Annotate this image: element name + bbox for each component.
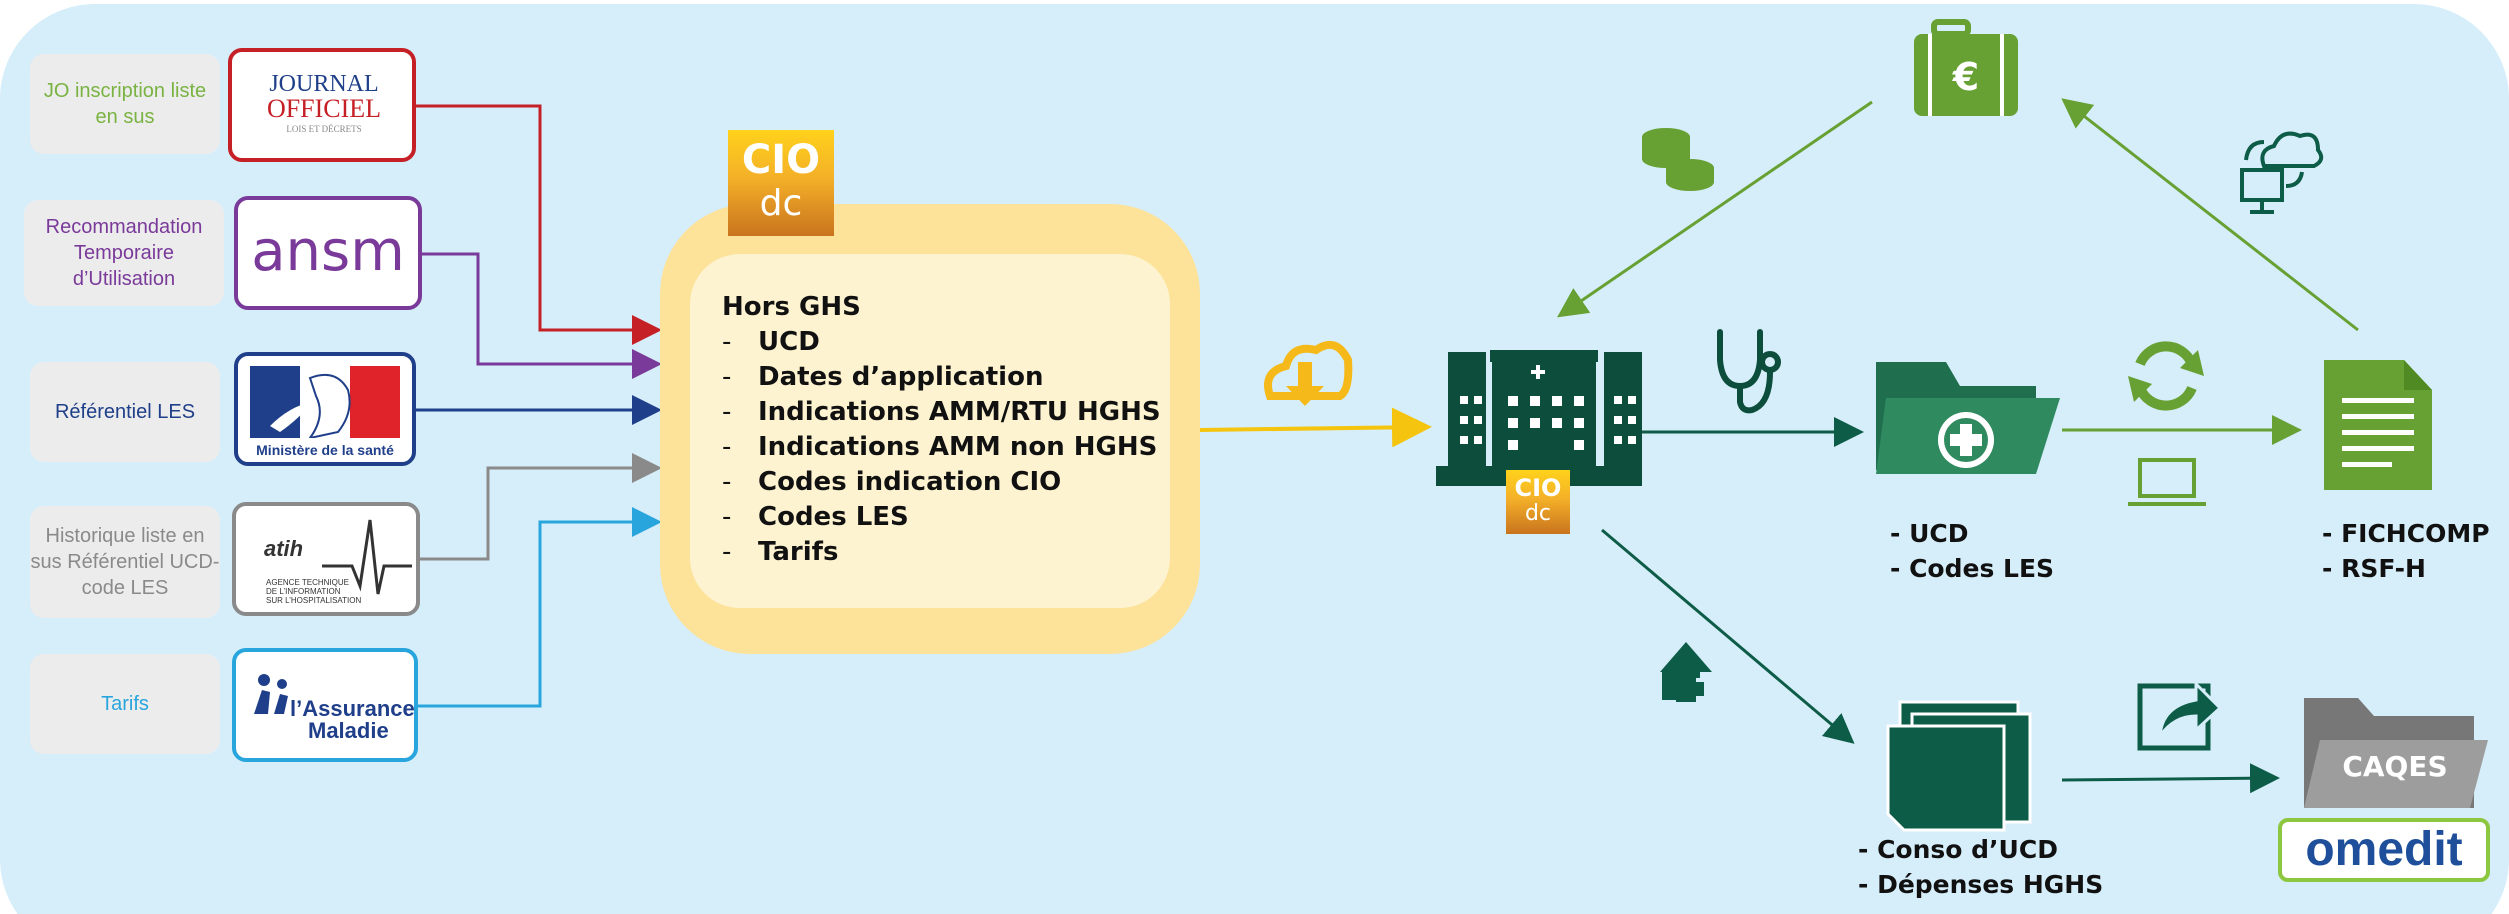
connector-hospital-stack (1601, 528, 1855, 744)
coins-icon (1642, 128, 1714, 191)
panel-item-text: Dates d’application (758, 362, 1044, 392)
cio-dc-badge: CIO dc (728, 130, 834, 236)
connector-tarifs (418, 507, 662, 708)
omedit-logo: omedit (2278, 818, 2490, 882)
ministere-sante-logo: Ministère de la santé (234, 352, 416, 466)
cio-bottom: dc (1524, 501, 1552, 526)
output-item: - UCD (1890, 519, 1969, 548)
hospital-windows (1460, 365, 1636, 450)
medical-folder-icon (1876, 362, 2060, 474)
connector-briefcase-hospital (1557, 100, 1873, 318)
connector-document-briefcase (2061, 98, 2359, 332)
output-item: - Dépenses HGHS (1858, 870, 2104, 899)
panel-title: Hors GHS (722, 292, 861, 322)
cio-top: CIO (741, 137, 821, 183)
output-item: - RSF-H (2322, 554, 2426, 583)
panel-item-text: Indications AMM non HGHS (758, 432, 1158, 462)
panel-item-text: Codes indication CIO (758, 467, 1062, 497)
caqes-label: CAQES (2342, 750, 2448, 783)
source-label-text: Historique liste en sus Référentiel UCD-… (30, 525, 220, 599)
atih-name: atih (264, 536, 304, 561)
svg-text:€: € (1952, 55, 1979, 99)
bullet: - (722, 362, 732, 392)
jo-line2: OFFICIEL (266, 94, 382, 123)
jo-line3: LOIS ET DÉCRETS (286, 124, 362, 134)
panel-item: -Indications AMM/RTU HGHS (722, 395, 1161, 430)
atih-logo: atih AGENCE TECHNIQUE DE L’INFORMATION S… (232, 502, 420, 616)
laptop-icon (2128, 458, 2206, 506)
source-label-tarifs: Tarifs (30, 654, 220, 754)
panel-item: -UCD (722, 325, 1161, 360)
atih-line2: DE L’INFORMATION (266, 587, 341, 596)
share-icon (2137, 680, 2223, 751)
stethoscope-icon (1717, 329, 1781, 414)
document-icon (2324, 360, 2432, 490)
source-label-text: Recommandation Temporaire d’Utilisation (45, 216, 203, 290)
am-line2: Maladie (308, 718, 389, 743)
source-label-rtu: Recommandation Temporaire d’Utilisation (24, 200, 224, 306)
omedit-text: omedit (2305, 823, 2463, 876)
connector-stack-caqes (2061, 763, 2280, 794)
heartbeat-icon (322, 519, 412, 595)
panel-item: -Codes LES (722, 500, 1161, 535)
marianne-icon (250, 366, 400, 438)
bullet: - (722, 327, 732, 357)
connector-panel-hospital (1199, 407, 1432, 448)
panel-item: -Tarifs (722, 535, 1161, 570)
am-line1: l’Assurance (290, 696, 415, 721)
output-item: - Codes LES (1890, 554, 2055, 583)
bullet: - (722, 537, 732, 567)
panel-item-text: Codes LES (758, 502, 909, 532)
bullet: - (722, 432, 732, 462)
source-label-text: JO inscription liste en sus (43, 80, 207, 128)
atih-line3: SUR L’HOSPITALISATION (266, 596, 362, 605)
panel-item: -Indications AMM non HGHS (722, 430, 1161, 465)
panel-items: -UCD-Dates d’application-Indications AMM… (722, 325, 1161, 570)
caqes-folder-icon (2304, 698, 2488, 808)
source-label-text: Référentiel LES (54, 401, 196, 423)
cio-bottom: dc (759, 183, 803, 224)
refresh-icon (2135, 341, 2197, 411)
cio-dc-badge-small: CIO dc (1506, 470, 1570, 534)
panel-item-text: Indications AMM/RTU HGHS (758, 397, 1161, 427)
source-label-text: Tarifs (101, 693, 149, 715)
ansm-text: ansm (251, 219, 405, 284)
assurance-maladie-logo: l’Assurance Maladie (232, 648, 418, 762)
central-panel-content: Hors GHS -UCD-Dates d’application-Indica… (722, 290, 1161, 570)
panel-item: -Dates d’application (722, 360, 1161, 395)
bullet: - (722, 467, 732, 497)
panel-item: -Codes indication CIO (722, 465, 1161, 500)
source-label-jo: JO inscription liste en sus (30, 54, 220, 154)
stack-output-list: - Conso d’UCD - Dépenses HGHS (1858, 832, 2103, 902)
euro-briefcase-icon: € (1914, 19, 2018, 116)
connector-ansm (422, 252, 662, 379)
journal-officiel-logo: JOURNAL OFFICIEL LOIS ET DÉCRETS (228, 48, 416, 162)
output-item: - Conso d’UCD (1858, 835, 2058, 864)
source-label-historique: Historique liste en sus Référentiel UCD-… (30, 506, 220, 618)
files-stack-icon (1886, 700, 2032, 832)
central-panel-inner (690, 254, 1170, 608)
document-output-list: - FICHCOMP - RSF-H (2322, 516, 2490, 586)
source-label-les: Référentiel LES (30, 362, 220, 462)
atih-line1: AGENCE TECHNIQUE (266, 578, 349, 587)
jo-line1: JOURNAL (269, 71, 379, 97)
cloud-sync-computer-icon (2240, 131, 2324, 214)
bullet: - (722, 502, 732, 532)
connector-atih (420, 453, 662, 561)
connector-jo (416, 104, 662, 345)
ministere-caption: Ministère de la santé (256, 442, 394, 458)
folder-output-list: - UCD - Codes LES (1890, 516, 2054, 586)
bullet: - (722, 397, 732, 427)
panel-item-text: UCD (758, 327, 820, 357)
panel-item-text: Tarifs (758, 537, 839, 567)
people-icon (254, 674, 288, 714)
cio-top: CIO (1514, 474, 1562, 502)
ansm-logo: ansm (234, 196, 422, 310)
cloud-download-icon (1264, 340, 1353, 406)
output-item: - FICHCOMP (2322, 519, 2490, 548)
